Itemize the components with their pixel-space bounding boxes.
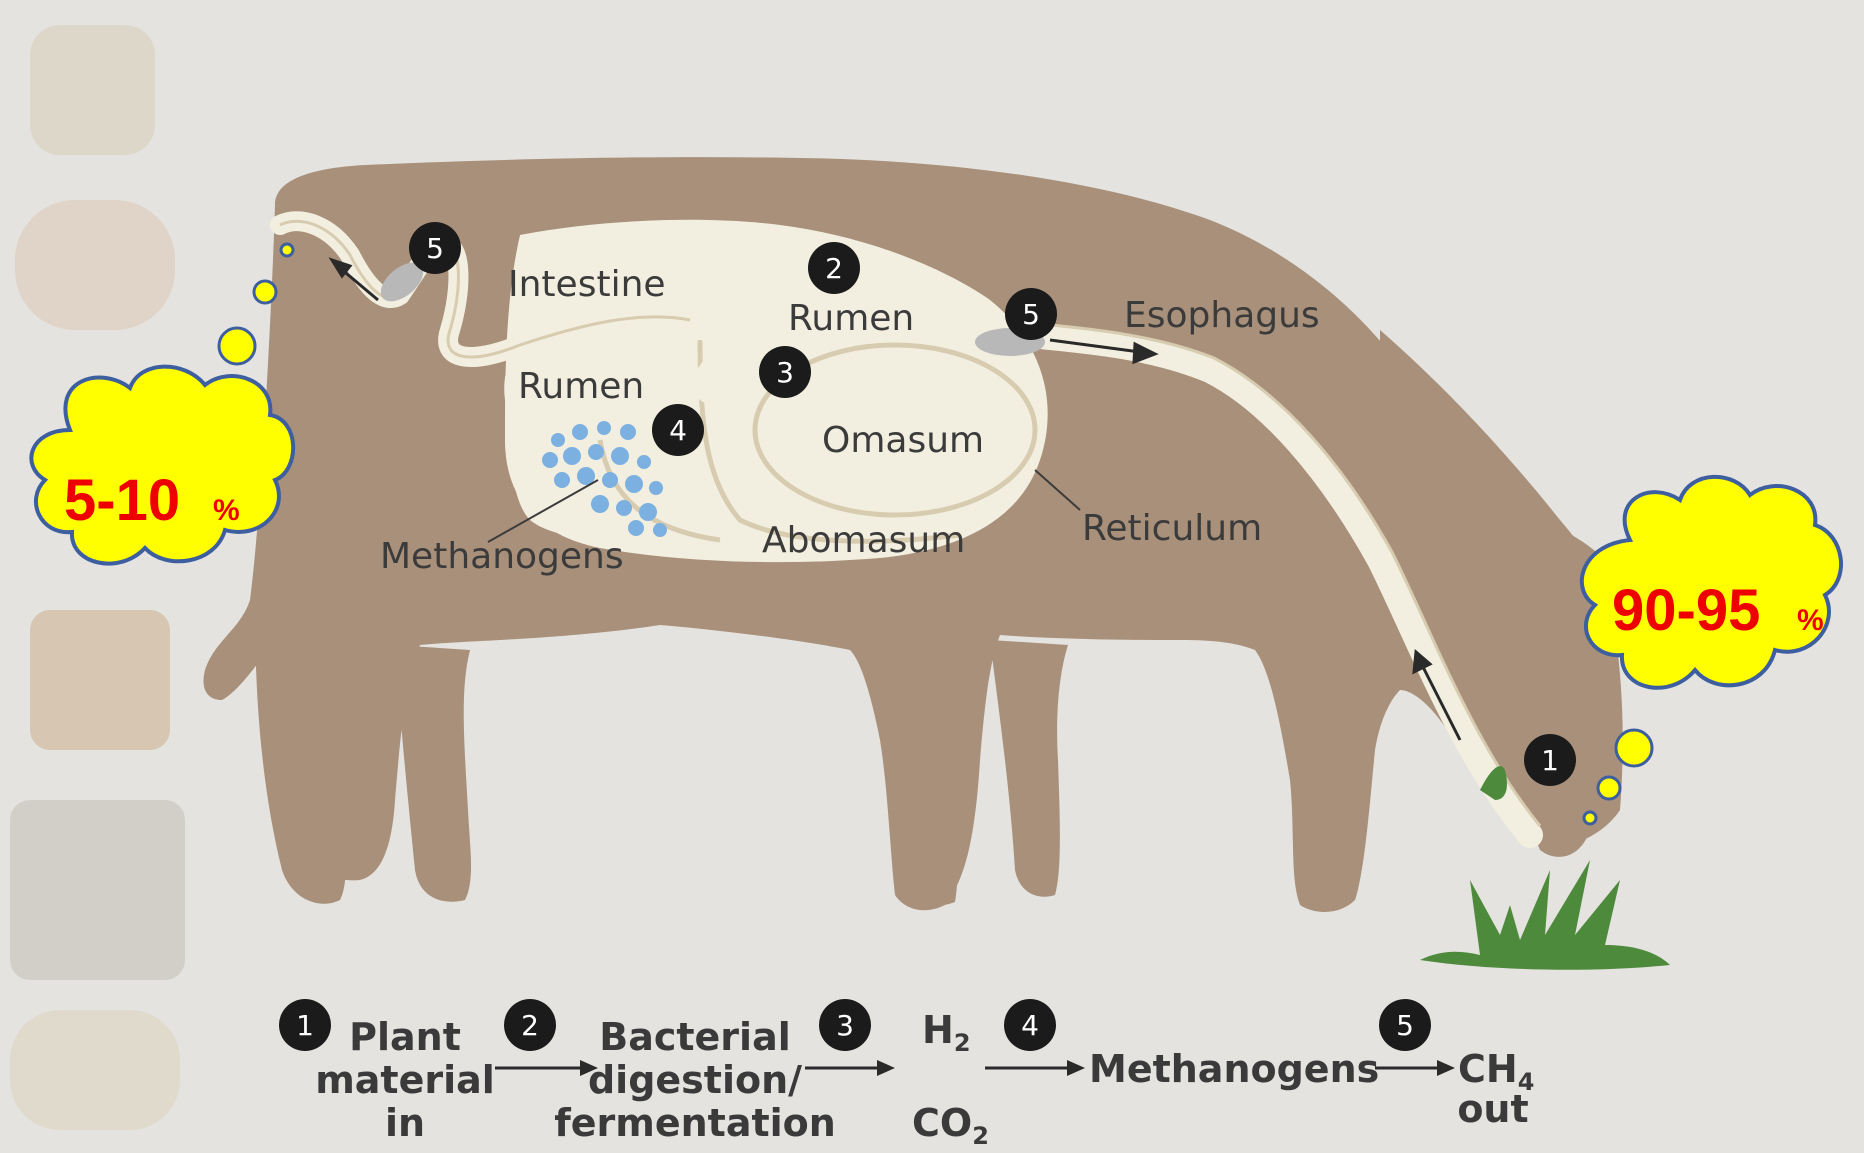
methanogens-label: Methanogens (380, 536, 624, 577)
grass (1420, 860, 1670, 970)
legend-plant-line3: in (385, 1101, 425, 1145)
legend-step-2: 2 (504, 999, 556, 1051)
legend-methanogens: Methanogens (1089, 1047, 1379, 1091)
legend-out: out (1457, 1087, 1528, 1131)
cloud-left: 5-10 % (31, 244, 293, 564)
legend-plant-line2: material (315, 1058, 495, 1102)
legend-bacterial-line2: digestion/ (588, 1058, 802, 1102)
svg-text:1: 1 (296, 1009, 314, 1042)
intestine-label: Intestine (508, 264, 666, 305)
marker-esophagus: 5 (1005, 288, 1057, 340)
process-legend: 1 Plant material in 2 Bacterial digestio… (279, 999, 1534, 1150)
legend-step-1: 1 (279, 999, 331, 1051)
svg-text:4: 4 (1021, 1009, 1039, 1042)
svg-text:5: 5 (1396, 1009, 1414, 1042)
marker-mouth: 1 (1524, 734, 1576, 786)
omasum-label: Omasum (822, 420, 984, 461)
svg-text:2: 2 (825, 252, 843, 285)
svg-text:4: 4 (669, 414, 687, 447)
legend-step-3: 3 (819, 999, 871, 1051)
rumen-top-label: Rumen (788, 298, 914, 339)
svg-text:90-95: 90-95 (1612, 578, 1760, 643)
legend-bacterial-line1: Bacterial (599, 1015, 791, 1059)
legend-plant-line1: Plant (349, 1015, 461, 1059)
svg-text:5-10: 5-10 (64, 468, 180, 533)
svg-text:%: % (213, 494, 240, 527)
svg-text:3: 3 (776, 356, 794, 389)
svg-text:2: 2 (521, 1009, 539, 1042)
svg-text:5: 5 (426, 232, 444, 265)
reticulum-label: Reticulum (1082, 508, 1262, 549)
legend-bacterial-line3: fermentation (554, 1101, 836, 1145)
marker-rumen-mid: 3 (759, 346, 811, 398)
legend-co2: CO2 (912, 1101, 989, 1150)
svg-text:%: % (1797, 604, 1824, 637)
marker-rumen-top: 2 (808, 242, 860, 294)
svg-text:1: 1 (1541, 744, 1559, 777)
svg-text:5: 5 (1022, 298, 1040, 331)
legend-step-5: 5 (1379, 999, 1431, 1051)
legend-step-4: 4 (1004, 999, 1056, 1051)
legend-h2: H2 (922, 1008, 971, 1057)
abomasum-label: Abomasum (762, 520, 965, 561)
marker-tail: 5 (409, 222, 461, 274)
rumen-left-label: Rumen (518, 366, 644, 407)
marker-rumen-left: 4 (652, 404, 704, 456)
esophagus-label: Esophagus (1124, 295, 1320, 336)
svg-text:3: 3 (836, 1009, 854, 1042)
